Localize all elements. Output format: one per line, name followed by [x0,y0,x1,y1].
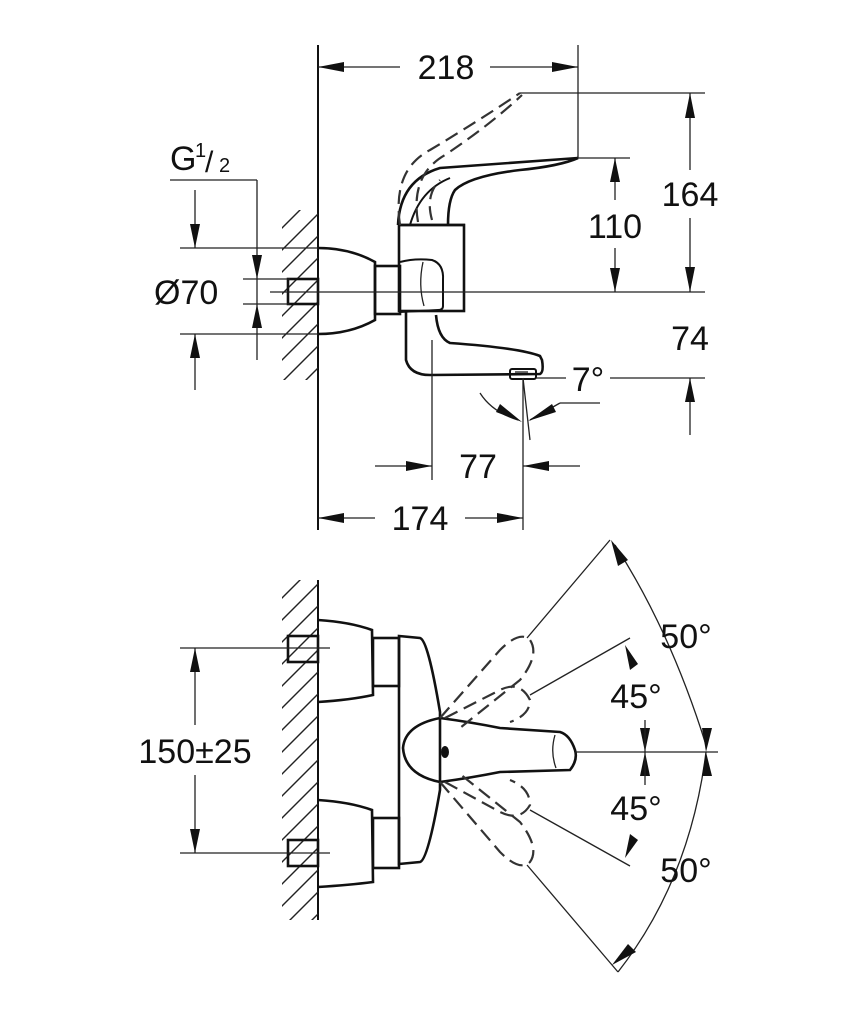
neck-upper [371,636,401,688]
wall-hatch [282,580,318,920]
mixer-body [397,634,442,866]
mixer-body [397,223,466,313]
escutcheon-lower [317,798,375,889]
dim-projection: 174 [392,500,449,538]
neck-lower [371,816,401,870]
lever-position-upper-50 [439,635,535,729]
dim-spout-offset: 77 [459,448,497,486]
dim-spout-angle: 7° [572,361,605,399]
angle-upper-inner: 45° [610,678,661,716]
angle-upper-outer: 50° [660,618,711,656]
lever-position-upper-45 [444,685,532,724]
angle-lower-inner: 45° [610,790,661,828]
lever [401,716,578,784]
svg-text:/: / [205,146,214,179]
thread-base: G [170,140,196,178]
escutcheon-upper [317,618,375,704]
dim-spout-height: 110 [588,208,642,246]
thread-denominator: 2 [219,155,230,177]
spout [404,312,544,377]
lever-position-lower-45 [444,778,532,817]
lever-indicator [441,746,449,758]
wall-hatch [282,210,318,380]
lever-raised-outline [397,92,521,226]
connector-upper [286,634,320,664]
dim-thread: G 1 / 2 [170,140,230,179]
dim-centre-distance: 150±25 [138,733,251,771]
dim-total-height: 164 [662,176,719,214]
dim-escutcheon-diameter: Ø70 [154,274,218,312]
lever [396,156,579,226]
thread-numerator: 1 [195,140,206,162]
lever-position-lower-50 [439,773,535,867]
angle-lower-outer: 50° [660,852,711,890]
top-view: 50° 45° 45° 50° 150±25 [138,539,718,973]
side-view: 218 164 110 74 7° 77 [154,45,718,538]
body-neck [373,264,402,316]
escutcheon [317,246,377,336]
body-detail [399,258,445,313]
dim-overall-length: 218 [418,49,475,87]
dim-spout-drop: 74 [671,320,709,358]
